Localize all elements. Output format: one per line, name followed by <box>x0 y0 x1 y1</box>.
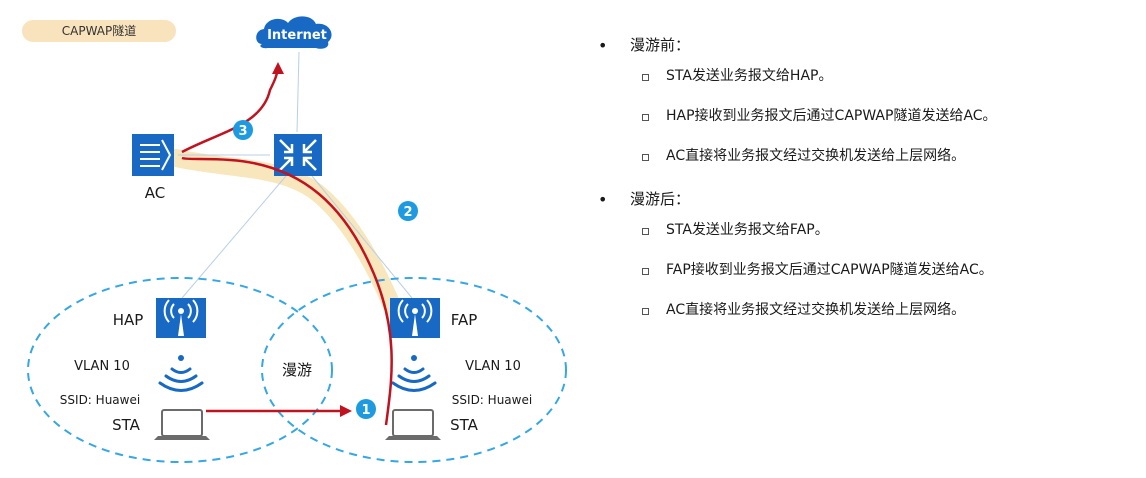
bullet-icon: • <box>598 36 608 55</box>
wifi-signal-icon-left <box>158 355 204 392</box>
link-switch-hap <box>181 175 287 299</box>
list-item: STA发送业务报文给HAP。 <box>598 68 1138 108</box>
switch-icon <box>274 134 322 176</box>
sta-label-left: STA <box>112 416 141 434</box>
svg-text:1: 1 <box>361 403 370 418</box>
fap-coverage-area <box>261 277 567 463</box>
square-bullet-icon <box>642 308 649 315</box>
roam-label: 漫游 <box>282 361 312 379</box>
list-item: HAP接收到业务报文后通过CAPWAP隧道发送给AC。 <box>598 108 1138 148</box>
svg-text:3: 3 <box>238 124 247 139</box>
square-bullet-icon <box>642 228 649 235</box>
capwap-tunnel-band <box>167 149 407 329</box>
step-marker-2: 2 <box>398 201 418 221</box>
vlan-label-left: VLAN 10 <box>74 359 130 374</box>
ac-label: AC <box>145 184 165 202</box>
ac-controller-icon <box>132 134 174 176</box>
section-after: • 漫游后： <box>598 188 1138 222</box>
traffic-path <box>181 67 393 426</box>
step-marker-1: 1 <box>356 399 376 419</box>
link-switch-fap <box>311 175 413 299</box>
link-switch-internet <box>296 51 300 133</box>
roaming-diagram: Internet AC HAP FAP <box>27 16 567 463</box>
sta-label-right: STA <box>450 416 479 434</box>
section-before: • 漫游前： <box>598 34 1138 68</box>
hap-access-point-icon <box>156 298 206 338</box>
wifi-signal-icon-right <box>391 355 437 392</box>
square-bullet-icon <box>642 74 649 81</box>
step-marker-3: 3 <box>233 120 253 140</box>
internet-label: Internet <box>267 28 327 43</box>
list-item: AC直接将业务报文经过交换机发送给上层网络。 <box>598 148 1138 188</box>
arrow-head-internet <box>272 62 284 74</box>
list-item: FAP接收到业务报文后通过CAPWAP隧道发送给AC。 <box>598 262 1138 302</box>
section-before-title: 漫游前： <box>630 36 691 54</box>
fap-access-point-icon <box>390 298 440 338</box>
bullet-icon: • <box>598 190 608 209</box>
list-item: STA发送业务报文给FAP。 <box>598 222 1138 262</box>
fap-label: FAP <box>451 311 478 329</box>
svg-text:2: 2 <box>403 205 412 220</box>
hap-coverage-area <box>27 277 333 463</box>
square-bullet-icon <box>642 154 649 161</box>
hap-label: HAP <box>113 311 144 329</box>
square-bullet-icon <box>642 268 649 275</box>
square-bullet-icon <box>642 114 649 121</box>
list-item: AC直接将业务报文经过交换机发送给上层网络。 <box>598 302 1138 342</box>
arrow-head-roam <box>340 405 352 417</box>
section-after-title: 漫游后： <box>630 190 691 208</box>
ssid-label-right: SSID: Huawei <box>452 393 532 407</box>
vlan-label-right: VLAN 10 <box>465 359 521 374</box>
internet-cloud-icon <box>256 16 332 49</box>
explanation-panel: • 漫游前： STA发送业务报文给HAP。 HAP接收到业务报文后通过CAPWA… <box>598 34 1138 342</box>
laptop-icon-left <box>154 409 210 440</box>
capwap-tunnel-badge: CAPWAP隧道 <box>22 20 176 42</box>
ssid-label-left: SSID: Huawei <box>60 393 140 407</box>
laptop-icon-right <box>385 409 441 440</box>
